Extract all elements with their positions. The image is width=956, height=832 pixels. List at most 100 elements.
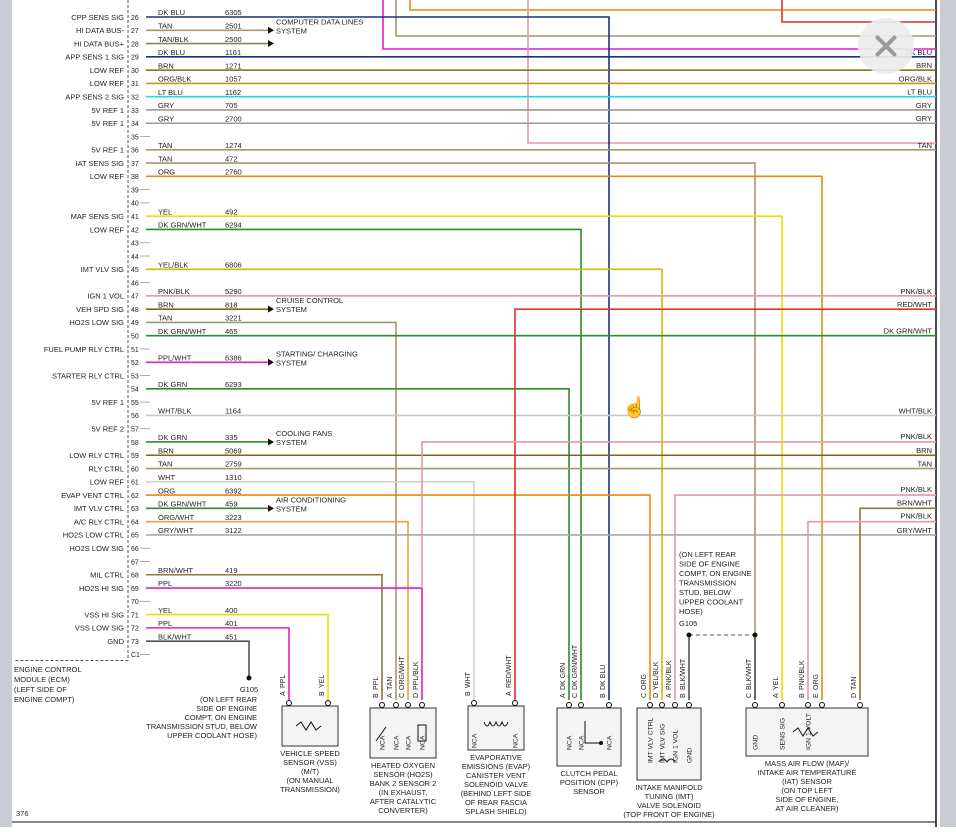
connector-pin-icon [286, 700, 292, 706]
component-title: INTAKE AIR TEMPERATURE [758, 768, 857, 777]
ecm-pin-number: 32 [131, 94, 139, 101]
wire-circuit-number: 400 [225, 606, 238, 615]
ecm-pin-number: 69 [131, 586, 139, 593]
wire-42 [146, 228, 582, 700]
component-title: CONVERTER) [378, 806, 428, 815]
wire-color-label-right: WHT/BLK [899, 406, 932, 415]
component-body [467, 705, 525, 751]
ecm-pin-row: 43 [131, 241, 139, 248]
ground-note: STUD, BELOW [679, 588, 732, 597]
component-title: AT AIR CLEANER) [775, 804, 839, 813]
component-title: (IN EXHAUST, [379, 788, 428, 797]
resistor-icon [792, 727, 819, 737]
component-title: SIDE OF ENGINE, [776, 795, 839, 804]
wire-circuit-number: 2700 [225, 114, 242, 123]
ground-id: G105 [240, 685, 258, 694]
component-title: HEATED OXYGEN [371, 761, 435, 770]
wire-color-label: ORG [158, 486, 175, 495]
wire-color-label-right: LT BLU [907, 88, 932, 97]
ecm-pin-number: 60 [131, 466, 139, 473]
component-pin-function: IGN 1 VOLT [806, 713, 813, 750]
component-pin-function: NCA [394, 735, 401, 750]
wire-color-label: WHT [158, 473, 175, 482]
ecm-pin-signal-label: 5V REF 1 [91, 106, 124, 115]
component-title: CLUTCH PEDAL [560, 769, 617, 778]
wire-68 [146, 573, 383, 700]
wire-pnkblk-imt [674, 494, 936, 700]
connector-pin-icon [578, 702, 584, 708]
connector-pin-icon [405, 702, 411, 708]
connector-pin-icon [566, 702, 572, 708]
ground-point-icon [752, 632, 758, 638]
wire-color-label: TAN/BLK [158, 35, 189, 44]
connector-pin-letter: A [773, 693, 780, 698]
ecm-pin-number: 58 [131, 440, 139, 447]
wire-color-label: WHT/BLK [158, 407, 191, 416]
connector-pin-icon [379, 702, 385, 708]
ecm-pin-number: 36 [131, 148, 139, 155]
wire-45 [146, 268, 663, 700]
wire-color-label: BRN [158, 300, 174, 309]
wire-color-label: DK GRN/WHT [158, 500, 207, 509]
wire-circuit-number: 1161 [225, 48, 241, 57]
wire-color-label: TAN [158, 154, 172, 163]
wire-color-label: YEL [158, 606, 172, 615]
diagram-page [12, 0, 940, 827]
wire-circuit-number: 2501 [225, 21, 242, 30]
connector-pin-letter: D [653, 693, 660, 698]
connector-pin-letter: A [666, 693, 673, 698]
wire-color-label-right: PNK/BLK [900, 485, 932, 494]
connector-pin-letter: C [399, 693, 406, 698]
component-title: EMISSIONS (EVAP) [462, 762, 531, 771]
component-title: EVAPORATIVE [470, 753, 522, 762]
system-label: COMPUTER DATA LINES [276, 17, 363, 26]
ecm-pin-number: 56 [131, 413, 139, 420]
system-label: SYSTEM [276, 26, 307, 35]
ecm-pin-row: 39 [131, 187, 139, 194]
ecm-pin-number: 38 [131, 174, 139, 181]
wire-circuit-number: 335 [225, 433, 238, 442]
wire-color-label-right: PNK/BLK [900, 512, 932, 521]
ecm-pin-signal-label: EVAP VENT CTRL [61, 491, 124, 500]
component-wire-label: BLK/WHT [680, 658, 687, 690]
component-title: INTAKE MANIFOLD [635, 783, 703, 792]
ecm-connector-outline [14, 0, 129, 661]
wire-64 [146, 520, 409, 700]
wire-circuit-number: 492 [225, 207, 238, 216]
component-pin-function: NCA [406, 735, 413, 750]
wire-top-orgblk [409, 0, 936, 11]
wire-color-label: DK GRN/WHT [158, 327, 207, 336]
wire-color-label: GRY/WHT [158, 526, 194, 535]
ecm-pin-number: 47 [131, 294, 139, 301]
connector-pin-letter: A [280, 691, 287, 696]
wire-color-label-right: BRN [916, 61, 932, 70]
wire-circuit-number: 3122 [225, 526, 242, 535]
connector-pin-letter: B [680, 693, 687, 698]
component-wire-label: TAN [387, 677, 394, 690]
switch-contact-icon [599, 741, 603, 745]
ecm-pin-number: C1 [131, 652, 140, 659]
component-body [556, 707, 622, 767]
wire-color-label: TAN [158, 314, 172, 323]
connector-pin-icon [686, 702, 692, 708]
component-title: SENSOR [573, 787, 605, 796]
wire-color-label-right: DK BLU [905, 48, 932, 57]
close-icon[interactable] [858, 18, 914, 74]
component-pin-function: IMT VLV SIG [660, 724, 667, 763]
wire-color-label-right: TAN [918, 460, 932, 469]
ecm-pin-row: 35 [131, 134, 139, 141]
component-pin-function: NCA [380, 735, 387, 750]
ecm-pin-number: 35 [131, 134, 139, 141]
component-title: (IAT) SENSOR [782, 777, 832, 786]
wire-circuit-number: 3223 [225, 513, 242, 522]
component-title: SENSOR (HO2S) [373, 770, 433, 779]
component-wire-label: PNK/BLK [799, 660, 806, 690]
